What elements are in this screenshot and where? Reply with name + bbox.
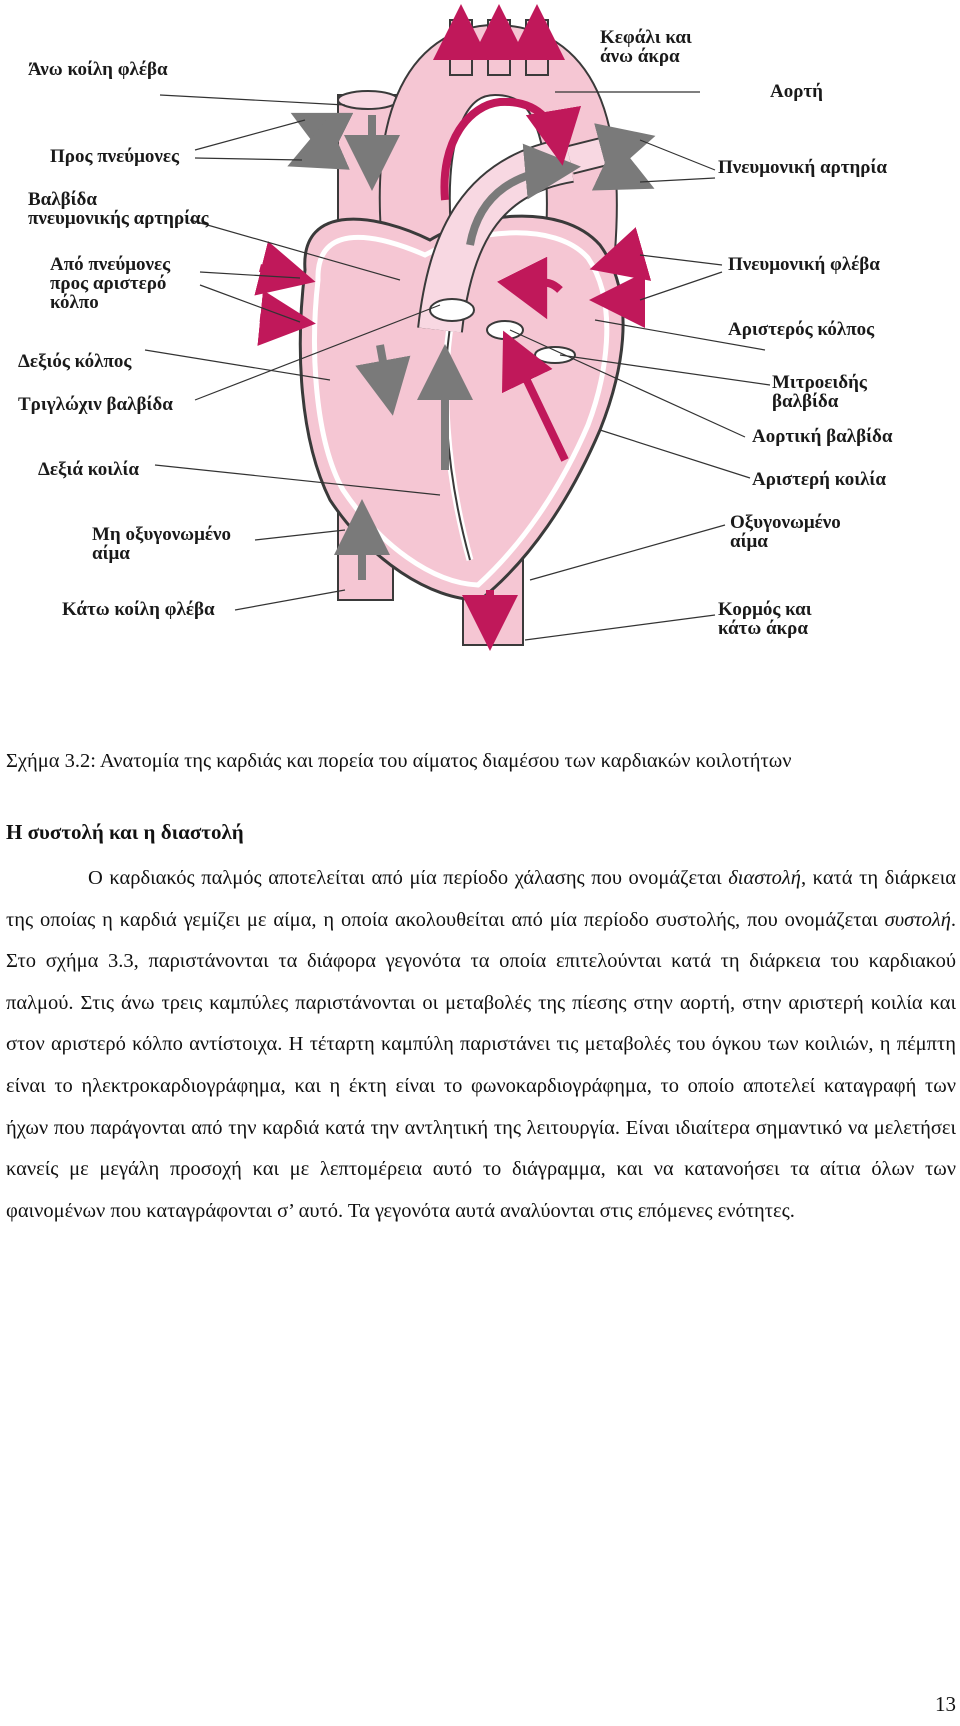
section-heading: Η συστολή και η διαστολή xyxy=(6,820,244,844)
label-leader-lines xyxy=(144,91,771,641)
label-tricuspid-valve: Τριγλώχιν βαλβίδα xyxy=(18,394,173,415)
term-diastole: διαστολή xyxy=(728,867,801,889)
paragraph: Ο καρδιακός παλμός αποτελείται από μία π… xyxy=(6,858,956,1232)
label-right-ventricle: Δεξιά κοιλία xyxy=(38,459,139,480)
heart-diagram xyxy=(144,4,771,651)
label-right-atrium: Δεξιός κόλπος xyxy=(18,351,132,372)
oxygenated-flow-arrows xyxy=(254,4,652,651)
label-pulmonary-valve: Βαλβίδα πνευμονικής αρτηρίας xyxy=(28,189,209,229)
label-left-atrium: Αριστερός κόλπος xyxy=(728,319,875,340)
label-oxygenated-blood: Οξυγονωμένο αίμα xyxy=(730,512,841,552)
paragraph-text: Ο καρδιακός παλμός αποτελείται από μία π… xyxy=(88,867,729,889)
page-number: 13 xyxy=(935,1692,956,1716)
body-text: Ο καρδιακός παλμός αποτελείται από μία π… xyxy=(6,858,956,1232)
label-to-lungs: Προς πνεύμονες xyxy=(50,146,179,167)
label-pulmonary-artery: Πνευμονική αρτηρία xyxy=(718,157,887,178)
paragraph-text: , κατά τη διάρκεια της οποίας η καρδιά γ… xyxy=(6,867,956,931)
label-superior-vena-cava: Άνω κοίλη φλέβα xyxy=(28,59,168,80)
label-aorta: Αορτή xyxy=(770,81,823,102)
label-aortic-valve: Αορτική βαλβίδα xyxy=(752,426,893,447)
heart-anatomy-figure: Άνω κοίλη φλέβα Κεφάλι και άνω άκρα Αορτ… xyxy=(0,0,960,660)
deoxygenated-flow-arrows xyxy=(287,112,656,580)
label-deoxygenated-blood: Μη οξυγονωμένο αίμα xyxy=(92,524,231,564)
label-pulmonary-vein: Πνευμονική φλέβα xyxy=(728,254,880,275)
term-systole: συστολή xyxy=(884,908,951,931)
label-left-ventricle: Αριστερή κοιλία xyxy=(752,469,886,490)
label-trunk-legs: Κορμός και κάτω άκρα xyxy=(718,599,812,639)
paragraph-text: . Στο σχήμα 3.3, παριστάνονται τα διάφορ… xyxy=(6,908,956,1222)
figure-caption: Σχήμα 3.2: Ανατομία της καρδιάς και πορε… xyxy=(6,750,792,772)
label-from-lungs: Από πνεύμονες προς αριστερό κόλπο xyxy=(50,254,171,313)
label-mitral-valve: Μιτροειδής βαλβίδα xyxy=(772,372,867,412)
label-head-arms: Κεφάλι και άνω άκρα xyxy=(600,27,692,67)
label-inferior-vena-cava: Κάτω κοίλη φλέβα xyxy=(62,599,215,620)
